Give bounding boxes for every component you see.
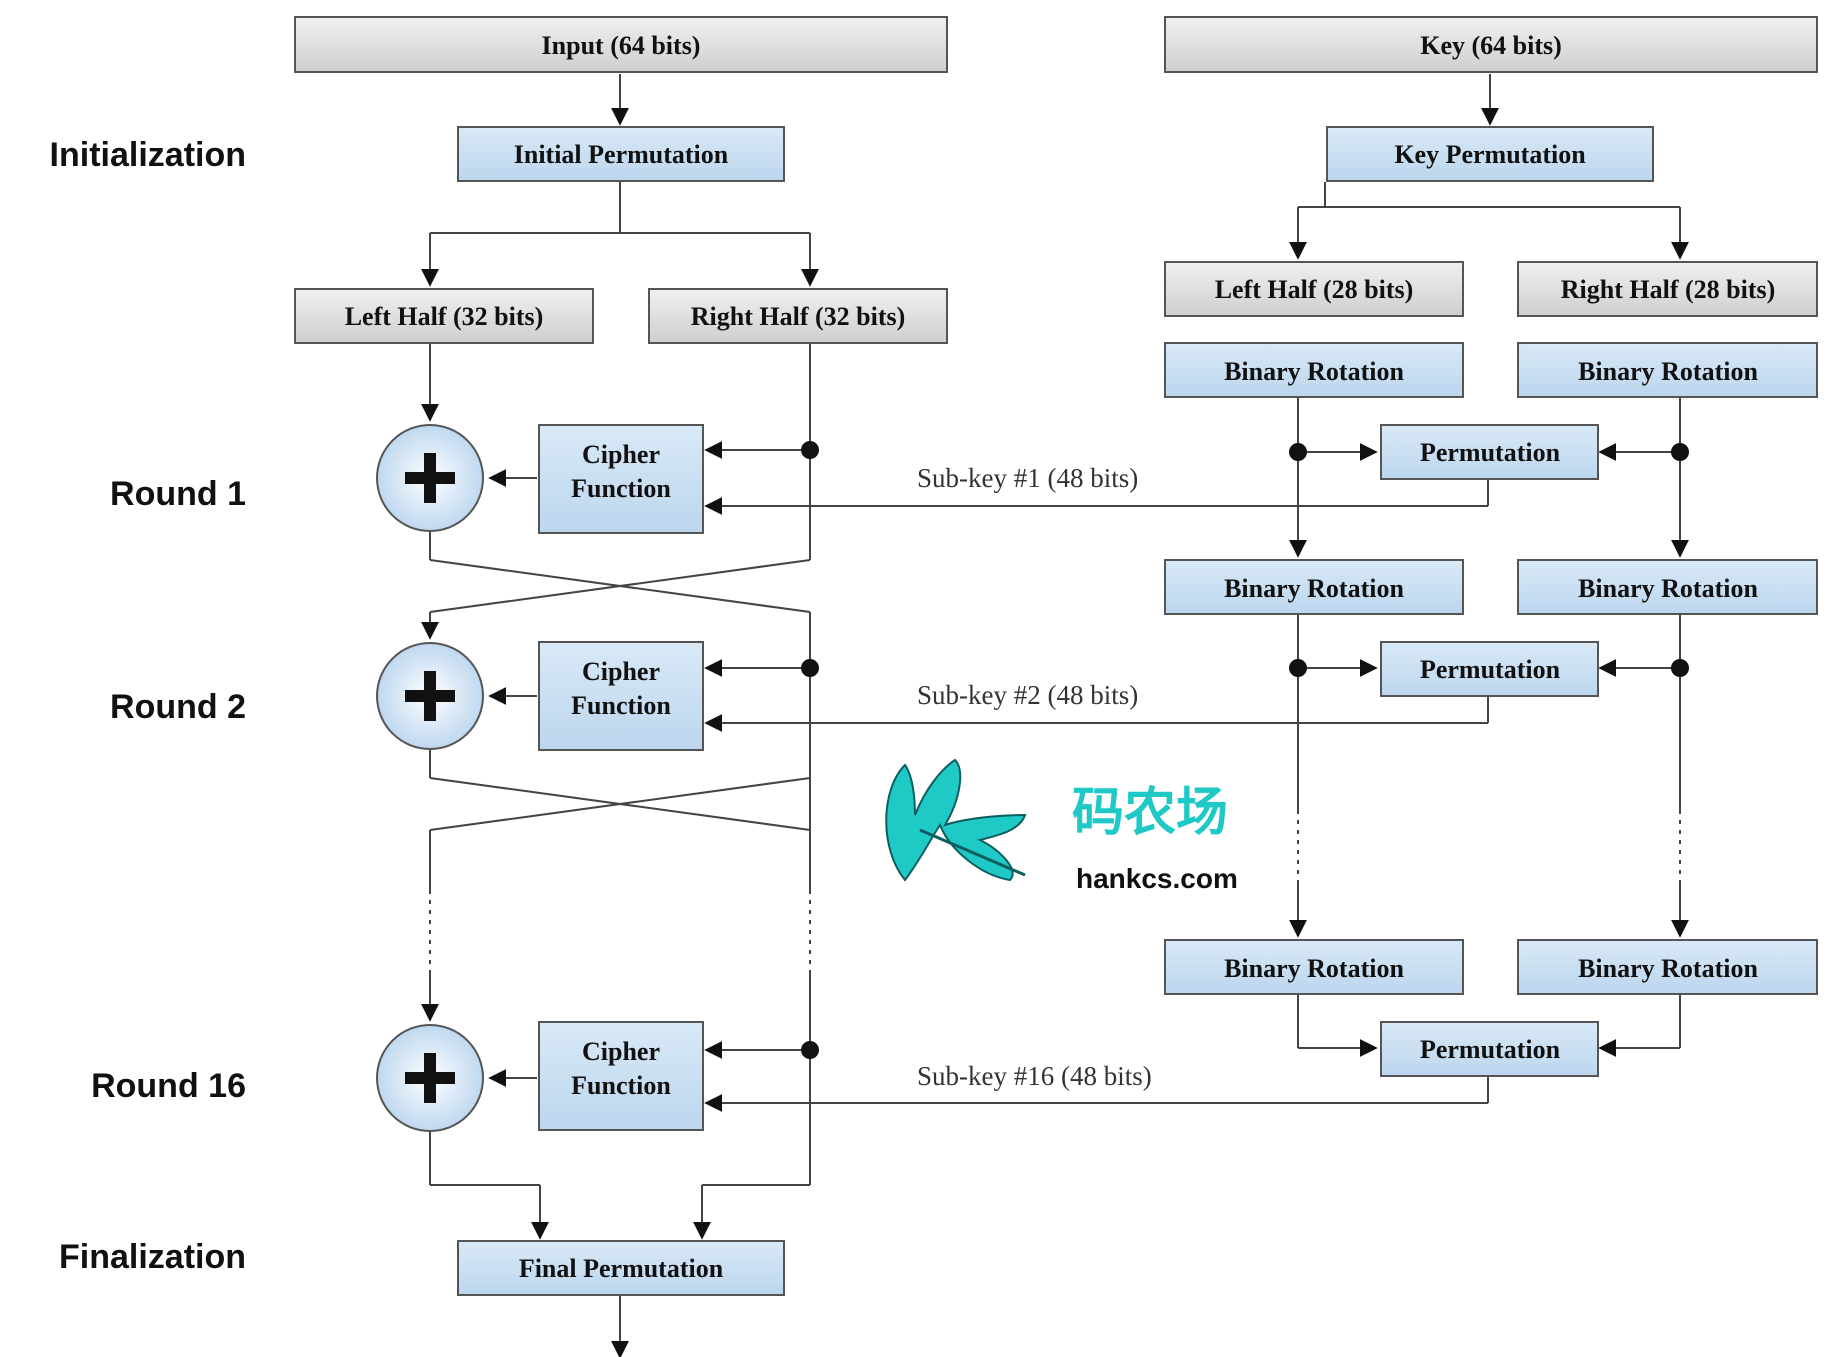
left-half-32-box: Left Half (32 bits) — [294, 288, 594, 344]
subkey-2-label: Sub-key #2 (48 bits) — [917, 680, 1138, 710]
binary-rotation-label: Binary Rotation — [1578, 954, 1758, 983]
binary-rotation-left-16: Binary Rotation — [1164, 939, 1464, 995]
cipher-label: Cipher — [582, 657, 660, 686]
watermark: 码农场 hankcs.com — [885, 758, 1238, 894]
watermark-cn-text: 码农场 — [1072, 783, 1228, 843]
binary-rotation-right-16: Binary Rotation — [1517, 939, 1818, 995]
right-half-28-label: Right Half (28 bits) — [1561, 275, 1776, 304]
left-half-32-label: Left Half (32 bits) — [345, 302, 544, 331]
cipher-label: Cipher — [582, 1037, 660, 1066]
junction-dots — [801, 441, 1689, 1059]
left-half-28-label: Left Half (28 bits) — [1215, 275, 1414, 304]
watermark-en-text: hankcs.com — [1076, 863, 1238, 894]
key-permutation-16-box: Permutation — [1380, 1021, 1599, 1077]
stage-label-round-2: Round 2 — [110, 688, 246, 726]
key-permutation-1-box: Permutation — [1380, 424, 1599, 480]
junction-dot — [801, 441, 819, 459]
stage-label-round-1: Round 1 — [110, 475, 246, 513]
initial-permutation-label: Initial Permutation — [514, 140, 729, 169]
junction-dot — [801, 659, 819, 677]
binary-rotation-right-1: Binary Rotation — [1517, 342, 1818, 398]
input-label: Input (64 bits) — [542, 31, 701, 60]
binary-rotation-label: Binary Rotation — [1224, 357, 1404, 386]
stage-label-initialization: Initialization — [50, 136, 246, 174]
permutation-label: Permutation — [1420, 438, 1561, 467]
key-permutation-label: Key Permutation — [1394, 140, 1586, 169]
cipher-function-16-box: Cipher Function — [538, 1021, 704, 1131]
function-label: Function — [571, 1071, 671, 1100]
cipher-function-2-box: Cipher Function — [538, 641, 704, 751]
key-permutation-2-box: Permutation — [1380, 641, 1599, 697]
binary-rotation-label: Binary Rotation — [1224, 954, 1404, 983]
right-half-32-box: Right Half (32 bits) — [648, 288, 948, 344]
xor-icon — [376, 424, 484, 532]
key-box: Key (64 bits) — [1164, 16, 1818, 73]
junction-dot — [1289, 443, 1307, 461]
permutation-label: Permutation — [1420, 655, 1561, 684]
stage-label-round-16: Round 16 — [91, 1067, 246, 1105]
key-permutation-box: Key Permutation — [1326, 126, 1654, 182]
stage-label-finalization: Finalization — [59, 1238, 246, 1276]
input-box: Input (64 bits) — [294, 16, 948, 73]
binary-rotation-label: Binary Rotation — [1578, 357, 1758, 386]
cipher-function-1-box: Cipher Function — [538, 424, 704, 534]
right-half-28-box: Right Half (28 bits) — [1517, 261, 1818, 317]
binary-rotation-label: Binary Rotation — [1578, 574, 1758, 603]
xor-icon — [376, 642, 484, 750]
xor-icon — [376, 1024, 484, 1132]
cipher-label: Cipher — [582, 440, 660, 469]
permutation-label: Permutation — [1420, 1035, 1561, 1064]
connector-lines — [421, 74, 1689, 1357]
initial-permutation-box: Initial Permutation — [457, 126, 785, 182]
left-half-28-box: Left Half (28 bits) — [1164, 261, 1464, 317]
binary-rotation-right-2: Binary Rotation — [1517, 559, 1818, 615]
key-label: Key (64 bits) — [1420, 31, 1562, 60]
binary-rotation-left-1: Binary Rotation — [1164, 342, 1464, 398]
function-label: Function — [571, 691, 671, 720]
final-permutation-label: Final Permutation — [519, 1254, 724, 1283]
junction-dot — [1671, 443, 1689, 461]
junction-dot — [801, 1041, 819, 1059]
junction-dot — [1289, 659, 1307, 677]
subkey-16-label: Sub-key #16 (48 bits) — [917, 1061, 1152, 1091]
butterfly-logo-icon — [885, 758, 1027, 882]
binary-rotation-label: Binary Rotation — [1224, 574, 1404, 603]
final-permutation-box: Final Permutation — [457, 1240, 785, 1296]
binary-rotation-left-2: Binary Rotation — [1164, 559, 1464, 615]
junction-dot — [1671, 659, 1689, 677]
function-label: Function — [571, 474, 671, 503]
right-half-32-label: Right Half (32 bits) — [691, 302, 906, 331]
subkey-1-label: Sub-key #1 (48 bits) — [917, 463, 1138, 493]
